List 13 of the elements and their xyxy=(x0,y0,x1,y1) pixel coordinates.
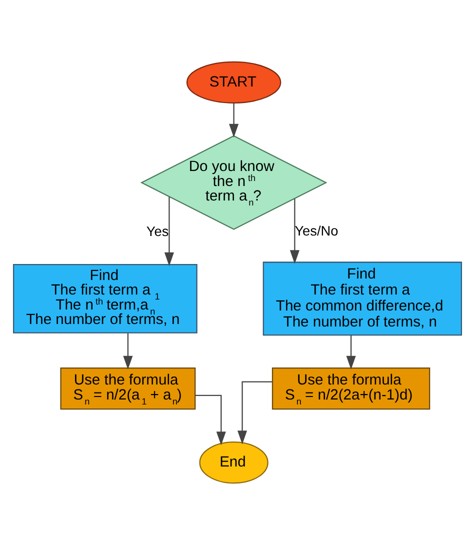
arrow xyxy=(228,103,238,138)
arrow xyxy=(346,335,356,370)
arrow xyxy=(236,381,272,444)
node-box: Use the formula S$_{n}$ = n/2(2a+(n-1)d) xyxy=(271,368,430,410)
node-ellipse: End xyxy=(198,442,268,484)
arrow xyxy=(289,198,299,264)
arrow xyxy=(194,394,226,446)
node-box: Find The first term a$_{1}$ The n$^{th}$ term,a$_{n}$ The number of terms, n xyxy=(12,264,197,334)
node-box: Use the formula S$_{n}$ = n/2(a$_{1}$ + a$_{n}$) xyxy=(60,368,196,410)
arrow xyxy=(164,196,174,266)
node-box: Find The first term a The common difference,d The number of terms, n xyxy=(262,262,462,336)
node-ellipse: START xyxy=(186,61,281,104)
arrow xyxy=(122,333,132,370)
